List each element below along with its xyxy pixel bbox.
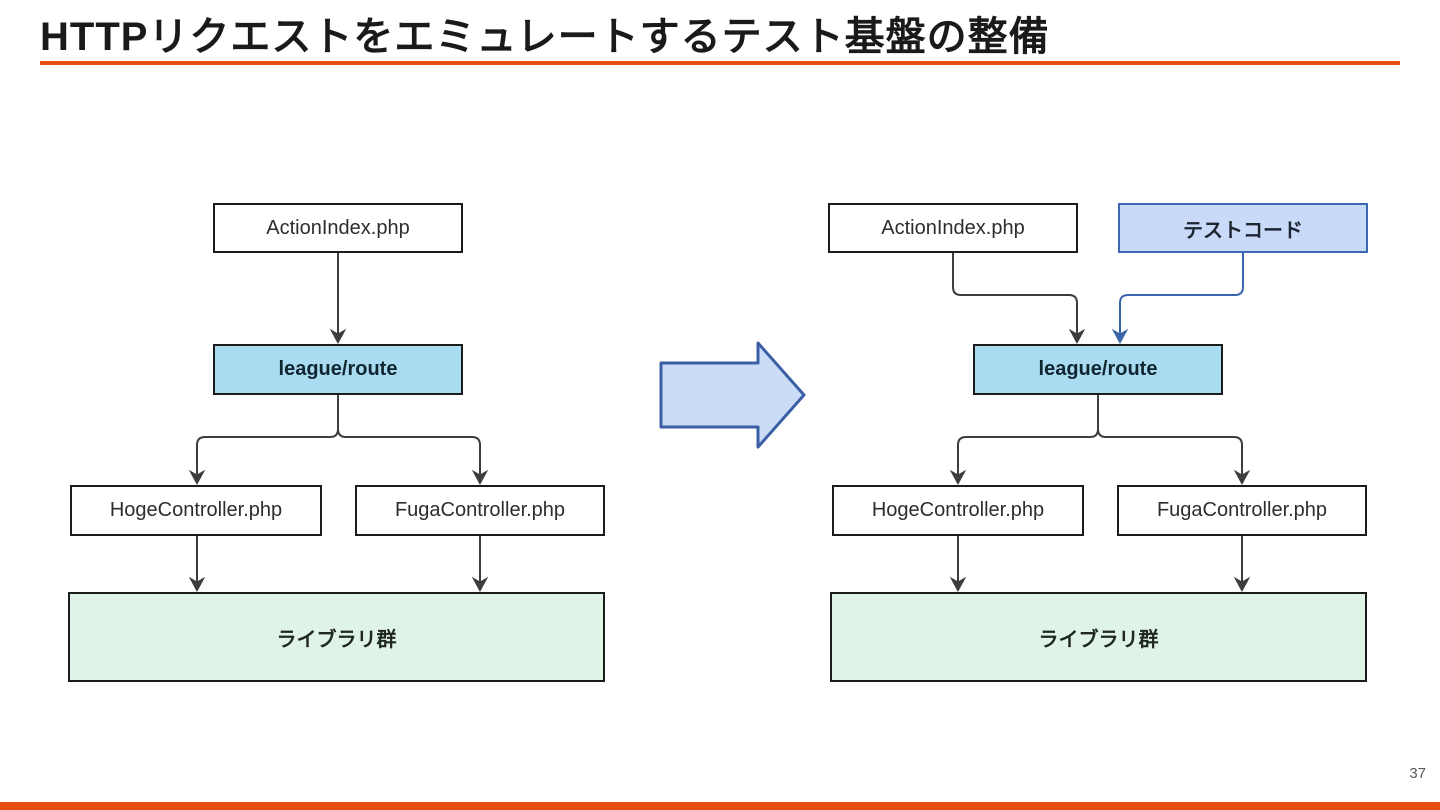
node-league-route-before: league/route [213,344,463,395]
node-action-index-after: ActionIndex.php [828,203,1078,253]
slide-title: HTTPリクエストをエミュレートするテスト基盤の整備 [40,15,1050,59]
connectors-before [188,253,489,593]
title-underline [40,61,1400,65]
footer-bar [0,802,1440,810]
node-fuga-controller-before: FugaController.php [355,485,605,536]
node-action-index-before: ActionIndex.php [213,203,463,253]
page-number: 37 [1409,765,1426,782]
node-hoge-controller-before: HogeController.php [70,485,322,536]
transform-arrow-icon [659,341,806,449]
node-libraries-after: ライブラリ群 [830,592,1367,682]
node-league-route-after: league/route [973,344,1223,395]
node-fuga-controller-after: FugaController.php [1117,485,1367,536]
connectors-after [949,253,1251,593]
node-libraries-before: ライブラリ群 [68,592,605,682]
node-hoge-controller-after: HogeController.php [832,485,1084,536]
node-test-code: テストコード [1118,203,1368,253]
